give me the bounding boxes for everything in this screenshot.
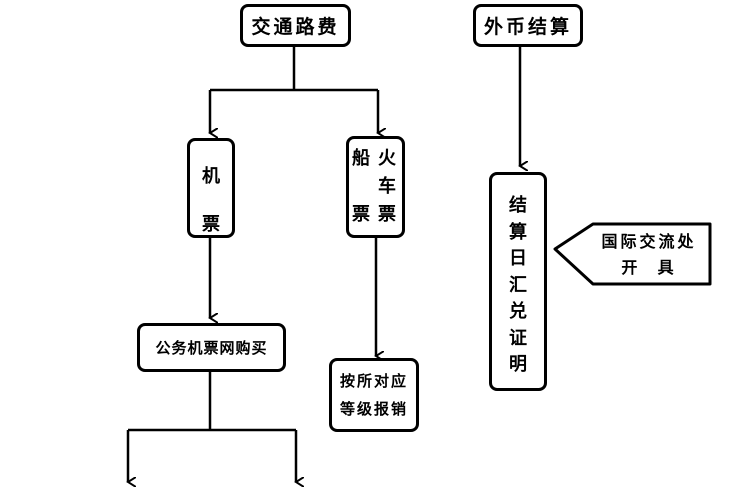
certificate-char-2: 算 xyxy=(509,221,527,243)
reimburse-line-2: 等级报销 xyxy=(339,400,408,418)
ship-train-left-1: 船 xyxy=(352,148,370,169)
node-transport-fees-label: 交通路费 xyxy=(251,16,340,38)
ship-train-right-3: 票 xyxy=(378,204,396,225)
callout-line-2: 开 具 xyxy=(621,258,677,277)
air-ticket-char-1: 机 xyxy=(202,166,220,187)
certificate-char-6: 证 xyxy=(509,327,527,349)
node-official-air-ticket-purchase: 公务机票网购买 xyxy=(137,323,286,372)
certificate-char-7: 明 xyxy=(509,354,527,375)
certificate-char-4: 汇 xyxy=(509,274,527,296)
node-foreign-currency-label: 外币结算 xyxy=(483,16,572,38)
callout-line-1: 国际交流处 xyxy=(601,232,697,251)
node-air-ticket: 机 票 xyxy=(187,138,235,238)
certificate-char-5: 兑 xyxy=(509,301,527,322)
node-ship-train-ticket: 船 票 火 车 票 xyxy=(346,136,405,238)
ship-train-right-1: 火 xyxy=(378,148,396,169)
purchase-label: 公务机票网购买 xyxy=(155,339,268,357)
ship-train-left-3: 票 xyxy=(352,204,370,225)
node-reimburse-by-grade: 按所对应 等级报销 xyxy=(329,358,419,432)
node-settlement-rate-certificate: 结 算 日 汇 兑 证 明 xyxy=(489,172,547,391)
certificate-char-1: 结 xyxy=(509,195,527,216)
certificate-char-3: 日 xyxy=(509,248,527,269)
callout-shape xyxy=(553,222,712,286)
reimburse-line-1: 按所对应 xyxy=(339,372,408,390)
ship-train-right-2: 车 xyxy=(378,176,396,197)
node-transport-fees: 交通路费 xyxy=(240,4,351,47)
air-ticket-char-2: 票 xyxy=(202,214,220,235)
callout-international-exchange: 国际交流处 开 具 xyxy=(588,229,710,281)
node-foreign-currency-settlement: 外币结算 xyxy=(473,4,583,47)
